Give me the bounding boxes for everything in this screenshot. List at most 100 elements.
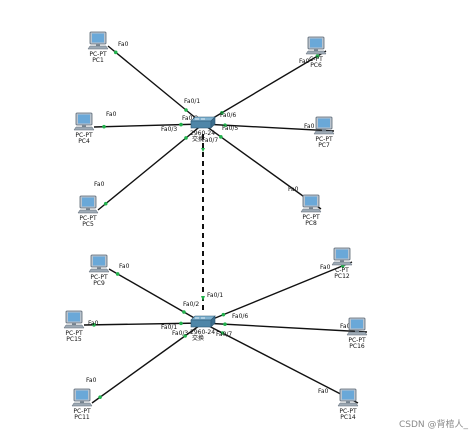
link-status-marker [92, 323, 96, 327]
pc-icon [77, 195, 99, 214]
link-pc16[interactable] [202, 322, 368, 333]
pc-icon [88, 254, 110, 273]
pc-model-label: PC-PT [75, 132, 93, 139]
pc-name-label: PC9 [93, 280, 105, 287]
pc-name-label: PC8 [305, 220, 317, 227]
pc-model-label: PC-PT [90, 274, 108, 281]
pc-port-label: Fa0 [320, 264, 331, 271]
pc-name-label: PC4 [78, 138, 90, 145]
pc-model-label: PC-PT [302, 214, 320, 221]
switch-icon [190, 116, 216, 129]
pc-name-label: PC11 [74, 414, 90, 421]
switch-port-label: Fa0/7 [216, 331, 232, 338]
pc-name-label: PC5 [82, 221, 94, 228]
pc-icon [73, 112, 95, 131]
pc-model-label: PC-PT [79, 215, 97, 222]
pc-model-label: C-PT [309, 56, 323, 63]
link-status-marker [115, 272, 120, 276]
switch-port-label: Fa0/1 [161, 324, 177, 331]
link-status-marker [182, 310, 186, 314]
switch-port-label: Fa0/3 [172, 330, 188, 337]
switch-name-label: 交换 [192, 135, 204, 143]
link-pc6[interactable] [202, 50, 327, 125]
pc-icon [346, 317, 368, 336]
link-status-marker [184, 136, 188, 140]
links-layer: Fa0/1Fa0Fa0/1Fa0Fa0/6Fa0Fa0/2Fa0Fa0/5Fa0… [83, 41, 368, 404]
pc-model-label: PC-PT [315, 136, 333, 143]
pc-icon [63, 310, 85, 329]
switch-port-label: Fa0/5 [222, 125, 238, 132]
link-status-marker [219, 135, 223, 139]
pc-model-label: PC-PT [339, 408, 357, 415]
pc-port-label: Fa0 [340, 323, 351, 330]
link-pc1[interactable] [107, 45, 204, 125]
link-status-marker [201, 148, 205, 152]
pc-port-label: Fa0 [94, 181, 105, 188]
trunk-port-label: Fa0/1 [207, 292, 223, 299]
link-status-marker [220, 110, 224, 115]
pc-port-label: Fa0 [299, 58, 310, 65]
pc-name-label: PC6 [310, 62, 322, 69]
switch-port-label: Fa0/7 [202, 137, 218, 144]
link-status-marker [220, 331, 225, 335]
pc-port-label: Fa0 [88, 320, 99, 327]
link-status-marker [184, 108, 188, 112]
switch-icon [190, 315, 216, 328]
switch-name-label: 交换 [192, 334, 204, 342]
pc-name-label: PC14 [340, 414, 356, 421]
pc-model-label: PC-PT [65, 330, 83, 337]
pc-name-label: PC12 [334, 273, 350, 280]
link-pc4[interactable] [93, 123, 204, 128]
pc-port-label: Fa0 [288, 186, 299, 193]
pc-model-label: C-PT [335, 267, 349, 274]
pc-icon [305, 36, 327, 55]
link-status-marker [102, 124, 106, 129]
link-status-marker [315, 54, 320, 58]
pc-port-label: Fa0 [106, 111, 117, 118]
pc-name-label: PC16 [349, 343, 365, 350]
link-pc15[interactable] [83, 322, 204, 326]
pc-port-label: Fa0 [86, 377, 97, 384]
pc-name-label: PC7 [318, 142, 330, 149]
link-status-marker [221, 312, 226, 317]
pc-name-label: PC15 [66, 336, 82, 343]
link-pc12[interactable] [202, 261, 353, 324]
pc-model-label: PC-PT [89, 51, 107, 58]
pc-port-label: Fa0 [304, 123, 315, 130]
link-pc8[interactable] [202, 123, 322, 210]
pc-port-label: Fa0 [118, 41, 129, 48]
link-status-marker [98, 395, 102, 399]
pc-name-label: PC1 [92, 57, 104, 64]
pc-port-label: Fa0 [318, 388, 329, 395]
link-status-marker [179, 122, 183, 127]
link-status-marker [223, 322, 227, 327]
pc-model-label: PC-PT [73, 408, 91, 415]
switch-model-label: 2960-24 [190, 329, 215, 336]
pc-icon [300, 194, 322, 213]
link-pc14[interactable] [202, 322, 359, 404]
link-status-marker [179, 321, 183, 326]
switch-port-label: Fa0/2 [183, 301, 199, 308]
link-pc9[interactable] [108, 268, 204, 324]
pc-port-label: Fa0 [119, 263, 130, 270]
pc-icon [313, 116, 335, 135]
pc-icon [337, 388, 359, 407]
switch-port-label: Fa0/2 [182, 115, 198, 122]
switch-port-label: Fa0/1 [184, 98, 200, 105]
pc-icon [71, 388, 93, 407]
